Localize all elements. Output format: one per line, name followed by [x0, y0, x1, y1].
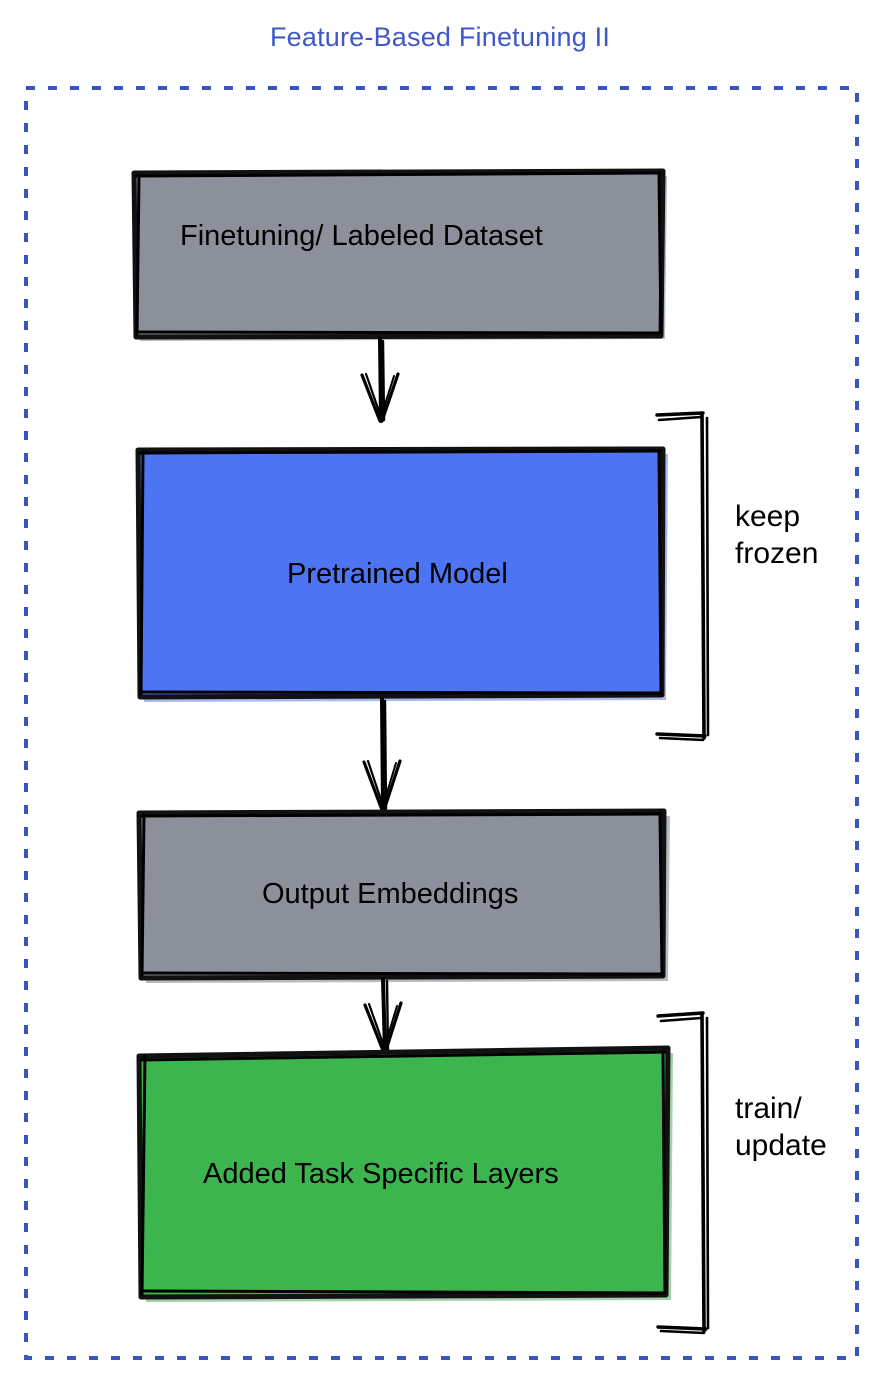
annotation-keep-frozen-line1: keep	[735, 500, 801, 533]
node-output-embeddings[interactable]	[136, 808, 670, 983]
annotation-train-update-line2: update	[735, 1128, 827, 1162]
edge-model-to-embeddings	[362, 697, 402, 812]
bracket-keep-frozen	[655, 411, 710, 742]
annotation-keep-frozen: keep frozen	[735, 499, 818, 572]
node-label-finetuning-dataset: Finetuning/ Labeled Dataset	[180, 220, 543, 252]
page-title: Feature-Based Finetuning II	[269, 22, 611, 52]
node-label-output-embeddings: Output Embeddings	[262, 878, 519, 910]
edge-dataset-to-model	[360, 337, 400, 423]
annotation-train-update: train/ update	[735, 1091, 827, 1164]
node-label-pretrained-model: Pretrained Model	[287, 558, 508, 590]
annotation-keep-frozen-line2: frozen	[735, 536, 819, 570]
dashed-boundary	[24, 86, 859, 1360]
edge-embeddings-to-layers	[363, 977, 403, 1055]
node-added-task-specific-layers[interactable]	[136, 1045, 673, 1302]
node-finetuning-dataset[interactable]	[131, 168, 667, 341]
node-pretrained-model[interactable]	[135, 446, 668, 702]
bracket-train-update	[656, 1011, 710, 1335]
annotation-train-update-line1: train/	[735, 1092, 802, 1125]
node-label-added-task-specific-layers: Added Task Specific Layers	[203, 1158, 559, 1190]
